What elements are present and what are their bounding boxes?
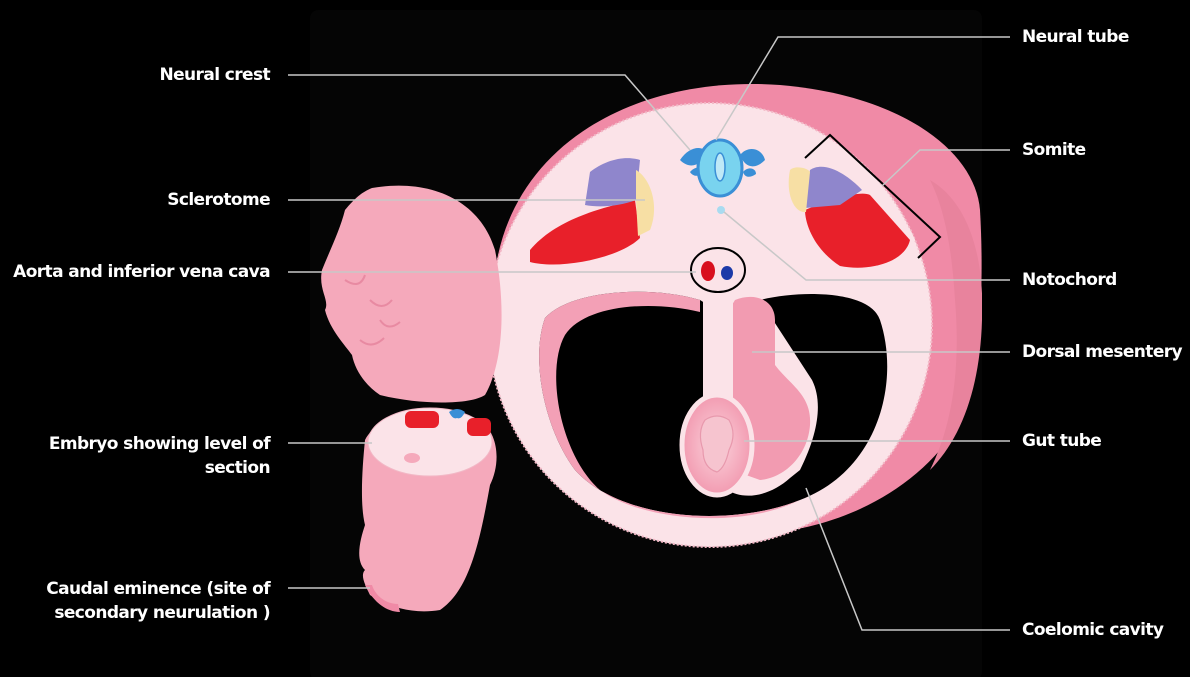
label-gut-tube: Gut tube [1022,429,1101,453]
label-neural-crest: Neural crest [160,63,271,87]
label-caudal-eminence: Caudal eminence (site of secondary neuru… [46,577,270,625]
inferior-vena-cava [721,266,733,280]
label-somite: Somite [1022,138,1086,162]
label-caudal-eminence-line1: Caudal eminence (site of [46,577,270,601]
label-embryo-section-line2: section [49,456,270,480]
label-caudal-eminence-line2: secondary neurulation ) [46,601,270,625]
label-coelomic-cavity: Coelomic cavity [1022,618,1163,642]
neural-canal [715,153,725,181]
mesentery-face [703,298,733,400]
label-aorta-ivc: Aorta and inferior vena cava [13,260,270,284]
label-embryo-section-line1: Embryo showing level of [49,432,270,456]
aorta [701,261,715,281]
label-neural-tube: Neural tube [1022,25,1129,49]
label-sclerotome: Sclerotome [167,188,270,212]
label-notochord: Notochord [1022,268,1117,292]
embryo-section-somite-right [467,418,491,436]
embryo-section-somite-left [405,411,439,428]
label-embryo-section: Embryo showing level of section [49,432,270,480]
label-dorsal-mesentery: Dorsal mesentery [1022,340,1182,364]
embryo-section-gut [404,453,420,463]
